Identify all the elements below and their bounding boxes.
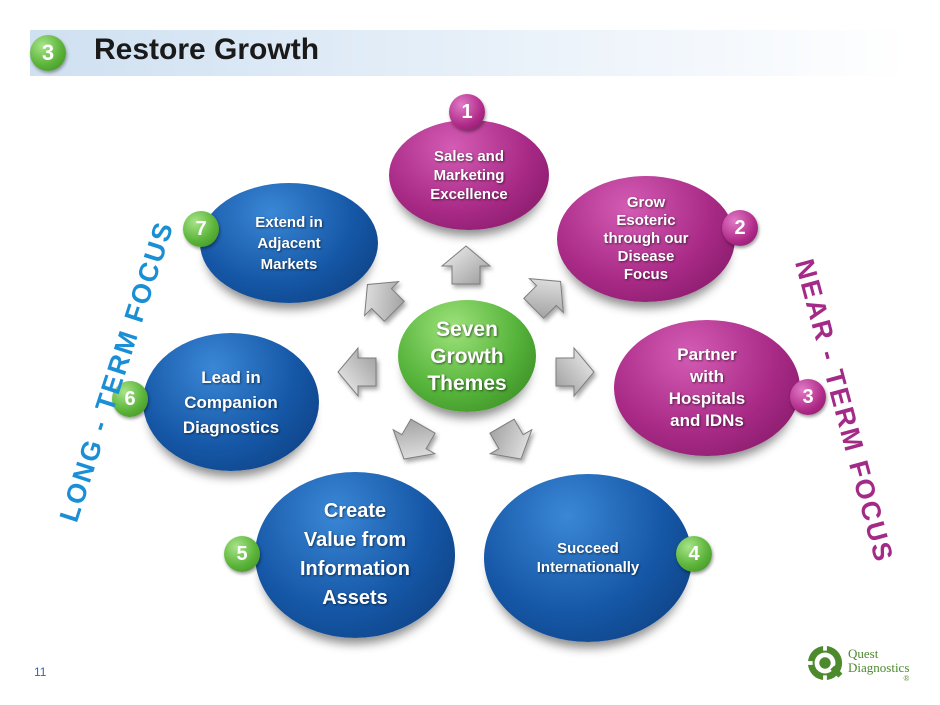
- arrow-to-theme-6: [337, 346, 377, 398]
- arrow-to-theme-7: [363, 280, 405, 322]
- title-bar: [30, 30, 910, 76]
- logo-registered-mark: ®: [903, 674, 910, 683]
- theme-number-5: 5: [224, 536, 260, 572]
- theme-number-6: 6: [112, 381, 148, 417]
- arrow-to-theme-2: [523, 277, 565, 319]
- center-growth-themes: Seven Growth Themes: [398, 300, 536, 412]
- page-number: 11: [34, 665, 47, 679]
- quest-logo-icon: [806, 644, 843, 682]
- theme-partner-hospitals: Partner with Hospitals and IDNs: [614, 320, 800, 456]
- logo-line-1: Quest: [848, 646, 879, 661]
- theme-number-1: 1: [449, 94, 485, 130]
- theme-companion-diagnostics: Lead in Companion Diagnostics: [143, 333, 319, 471]
- arrow-to-theme-1: [440, 245, 492, 285]
- theme-grow-esoteric: Grow Esoteric through our Disease Focus: [557, 176, 735, 302]
- theme-number-3: 3: [790, 379, 826, 415]
- arrow-to-theme-3: [555, 346, 595, 398]
- theme-adjacent-markets: Extend in Adjacent Markets: [200, 183, 378, 303]
- arrow-to-theme-4: [488, 418, 533, 460]
- theme-succeed-internationally: Succeed Internationally: [484, 474, 692, 642]
- theme-create-value: Create Value from Information Assets: [255, 472, 455, 638]
- theme-number-4: 4: [676, 536, 712, 572]
- theme-number-7: 7: [183, 211, 219, 247]
- arrow-to-theme-5: [392, 418, 437, 460]
- section-number-badge: 3: [30, 35, 66, 71]
- theme-sales-marketing: Sales and Marketing Excellence: [389, 120, 549, 230]
- page-title: Restore Growth: [94, 33, 320, 66]
- theme-number-2: 2: [722, 210, 758, 246]
- quest-logo-text: Quest Diagnostics ®: [848, 647, 909, 683]
- logo-line-2: Diagnostics: [848, 660, 910, 675]
